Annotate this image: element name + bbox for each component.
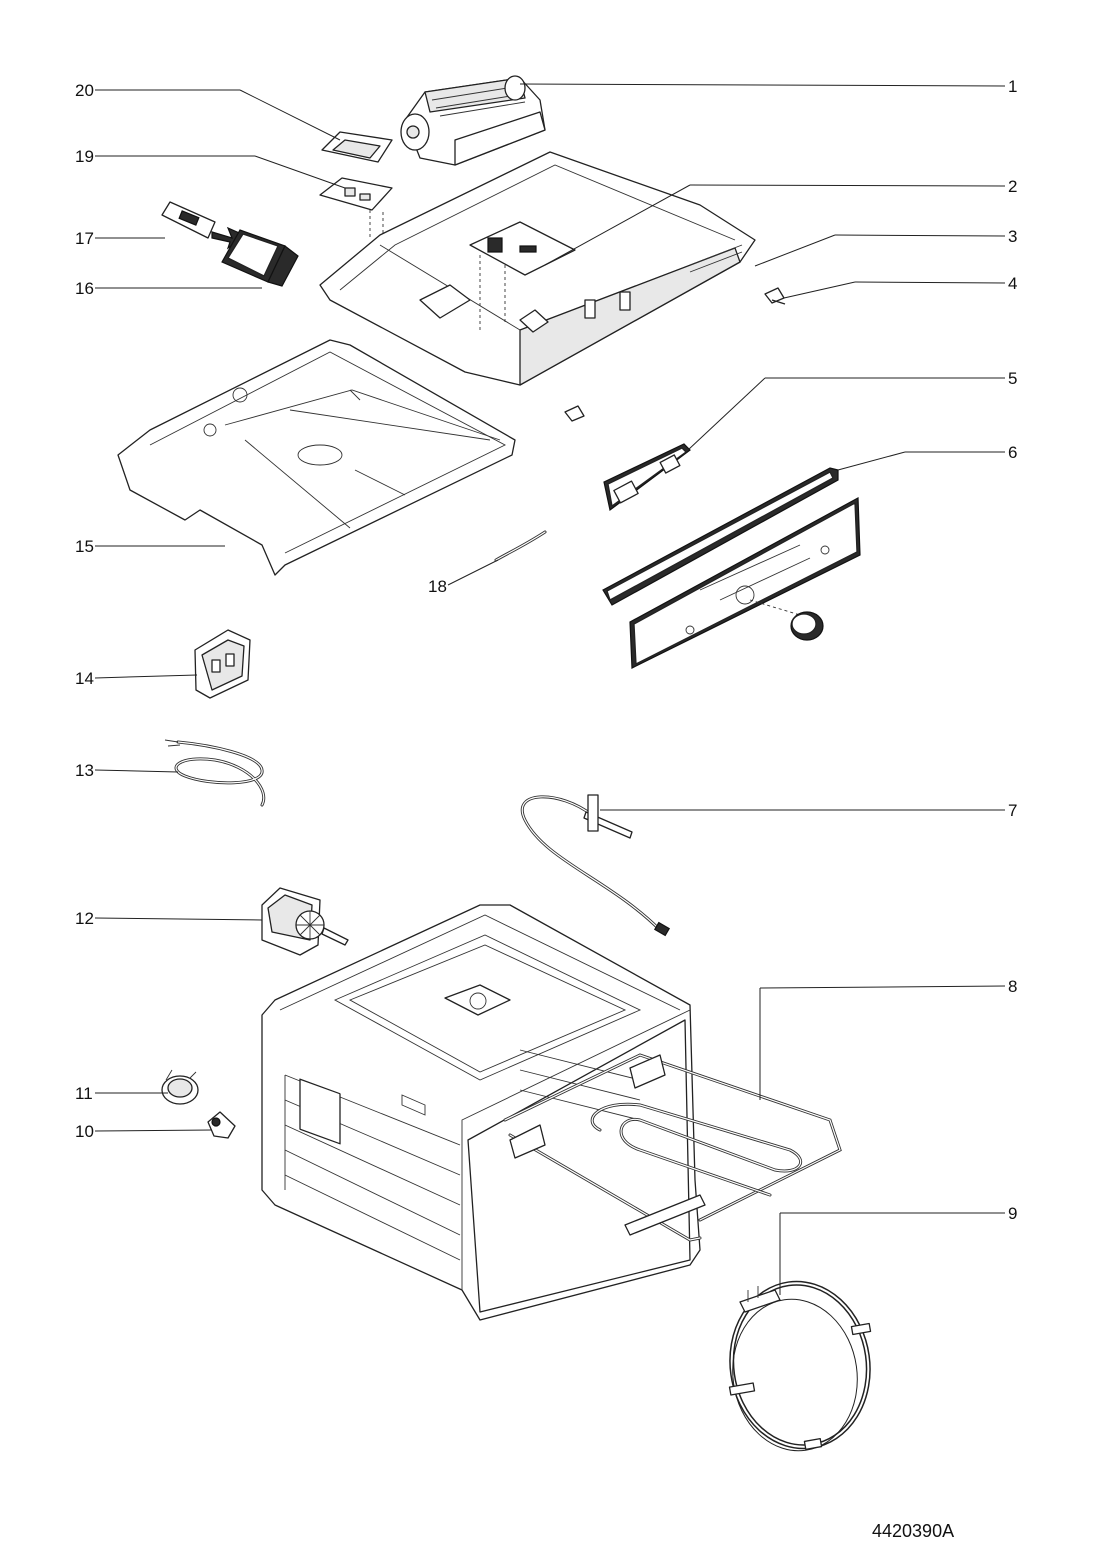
leader-18 (447, 559, 499, 586)
part-5-display-board (603, 443, 691, 512)
part-13-power-cord (164, 739, 266, 807)
document-number: 4420390A (872, 1521, 954, 1541)
part-1-cooling-fan (400, 75, 546, 166)
callout-14: 14 (75, 669, 94, 688)
part-10-lamp-bulb (207, 1111, 236, 1139)
callout-7: 7 (1008, 801, 1017, 820)
oven-cavity (261, 904, 701, 1321)
callout-11: 11 (75, 1084, 93, 1103)
leader-2b (689, 184, 1006, 187)
callout-16: 16 (75, 279, 94, 298)
callout-6: 6 (1008, 443, 1017, 462)
leader-4 (783, 281, 856, 299)
part-15-base-frame (117, 339, 516, 576)
part-2-control-board (469, 221, 576, 330)
part-17-label-card (161, 201, 216, 239)
part-14-terminal-block (194, 629, 251, 699)
callout-15: 15 (75, 537, 94, 556)
callout-8: 8 (1008, 977, 1017, 996)
part-4-clip (764, 287, 786, 305)
callout-1: 1 (1008, 77, 1017, 96)
callout-18: 18 (428, 577, 447, 596)
leader-12 (94, 917, 263, 921)
leader-4b (854, 281, 1006, 284)
part-4-clip-spare (564, 405, 585, 422)
callout-13: 13 (75, 761, 94, 780)
part-18-wire-link (494, 530, 547, 562)
leader-5 (687, 377, 766, 451)
callout-10: 10 (75, 1122, 94, 1141)
callout-labels: 1 2 3 4 5 6 7 8 9 10 11 12 13 14 15 16 1… (75, 77, 1017, 1223)
leader-13 (94, 769, 179, 773)
leader-10 (94, 1129, 213, 1132)
callout-12: 12 (75, 909, 94, 928)
callout-3: 3 (1008, 227, 1017, 246)
knob (790, 611, 824, 641)
part-9-circular-heating-element (728, 1280, 872, 1452)
leader-3b (834, 234, 1006, 237)
part-11-lamp-holder (161, 1069, 199, 1105)
callout-19: 19 (75, 147, 94, 166)
leader-2 (544, 184, 691, 266)
leader-6 (837, 451, 906, 471)
callout-4: 4 (1008, 274, 1017, 293)
part-7-temperature-sensor (521, 794, 671, 937)
leader-lines (94, 83, 1006, 1295)
leader-3 (754, 234, 836, 267)
part-8-grill-element (503, 1053, 842, 1242)
leader-19b (254, 155, 346, 189)
part-12-convection-fan (261, 887, 349, 956)
part-6-control-panel (602, 467, 861, 669)
leader-1 (519, 83, 1006, 87)
leader-14 (94, 674, 198, 679)
callout-20: 20 (75, 81, 94, 100)
callout-9: 9 (1008, 1204, 1017, 1223)
callout-5: 5 (1008, 369, 1017, 388)
callout-17: 17 (75, 229, 94, 248)
callout-2: 2 (1008, 177, 1017, 196)
leader-20b (239, 89, 341, 141)
part-16-module-box (211, 226, 299, 287)
leader-8b (759, 985, 1006, 989)
